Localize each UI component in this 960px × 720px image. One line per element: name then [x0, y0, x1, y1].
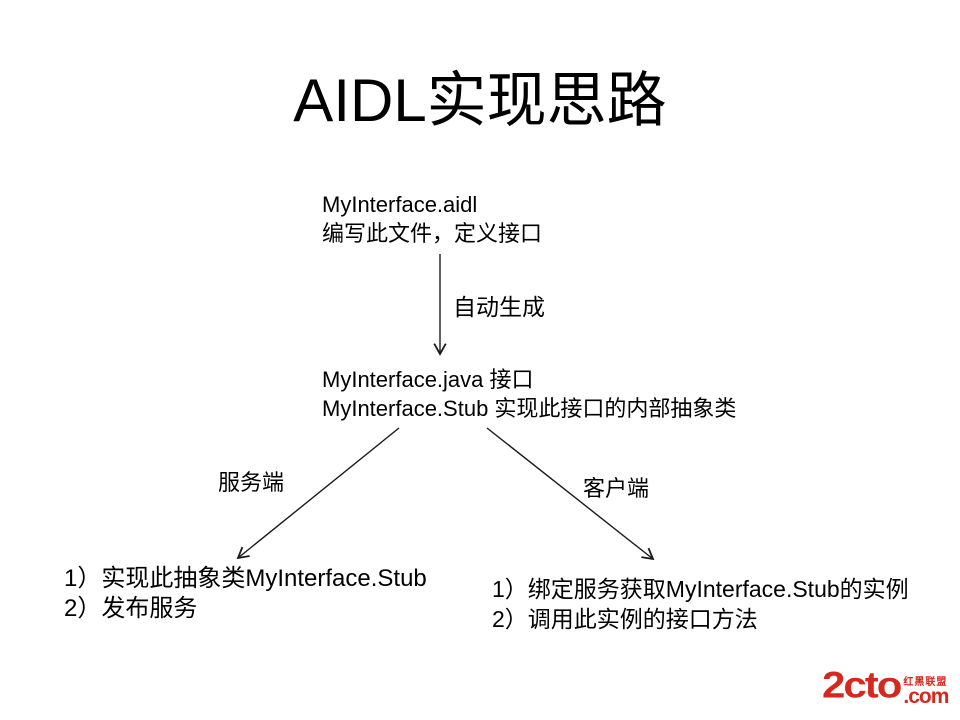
slide-title: AIDL实现思路 — [293, 67, 667, 134]
aidl-file-block: MyInterface.aidl 编写此文件，定义接口 — [322, 190, 542, 248]
java-interface-line: MyInterface.java 接口 — [322, 367, 534, 392]
server-side-label: 服务端 — [218, 470, 285, 495]
client-side-label: 客户端 — [583, 476, 650, 501]
java-file-block: MyInterface.java 接口 MyInterface.Stub 实现此… — [322, 365, 736, 423]
logo-tagline-text: 红黑联盟 — [903, 677, 948, 688]
logo-domain-text: .com — [903, 685, 949, 708]
java-stub-line: MyInterface.Stub 实现此接口的内部抽象类 — [322, 396, 737, 421]
server-step-1: 1）实现此抽象类MyInterface.Stub — [64, 565, 427, 592]
client-step-2: 2）调用此实例的接口方法 — [492, 606, 758, 632]
server-steps-block: 1）实现此抽象类MyInterface.Stub 2）发布服务 — [64, 564, 427, 624]
client-steps-block: 1）绑定服务获取MyInterface.Stub的实例 2）调用此实例的接口方法 — [492, 574, 909, 634]
client-step-1: 1）绑定服务获取MyInterface.Stub的实例 — [492, 576, 909, 602]
aidl-file-desc: 编写此文件，定义接口 — [322, 221, 543, 246]
aidl-file-name: MyInterface.aidl — [322, 192, 478, 217]
logo-brand-text: 2cto — [822, 663, 902, 706]
auto-generate-label: 自动生成 — [453, 294, 545, 320]
server-step-2: 2）发布服务 — [64, 595, 198, 622]
site-logo: 2cto 红黑联盟 .com — [822, 663, 949, 708]
